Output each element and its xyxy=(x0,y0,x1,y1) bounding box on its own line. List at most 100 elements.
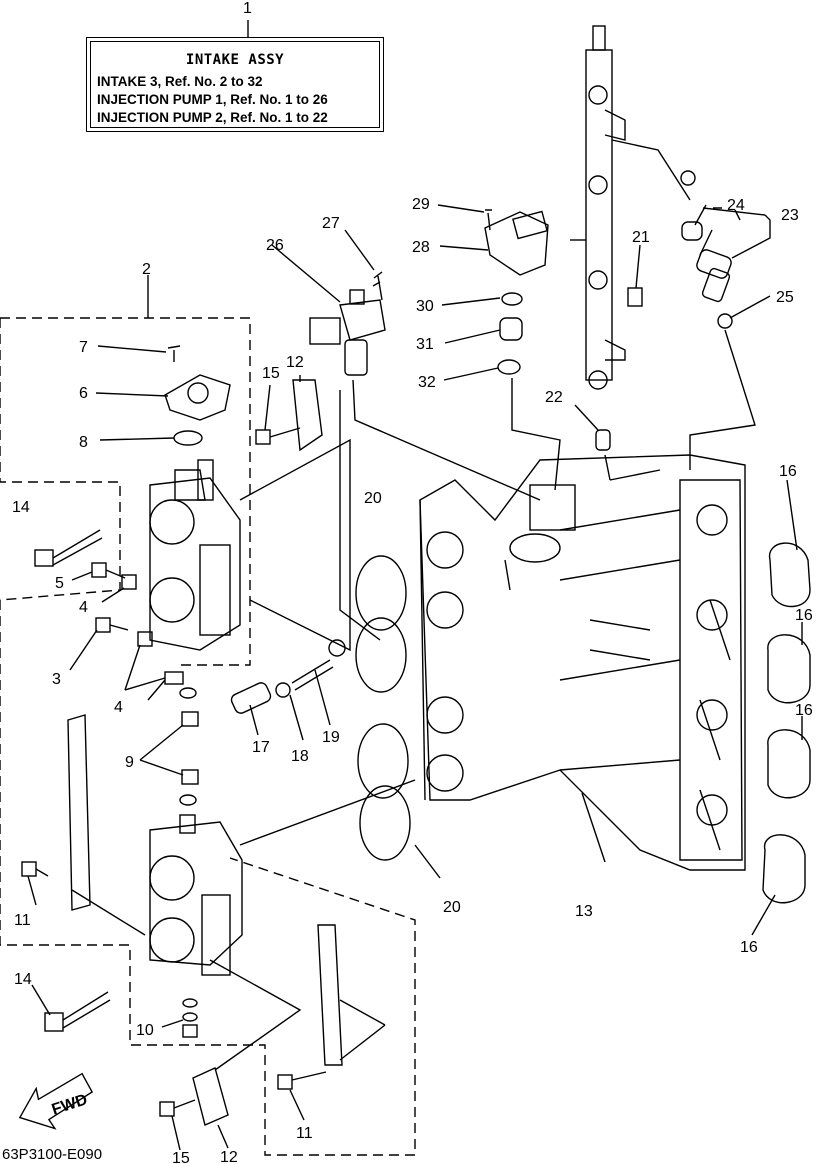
title-line-1: INTAKE 3, Ref. No. 2 to 32 xyxy=(97,74,263,89)
callout-16: 16 xyxy=(795,607,813,624)
washer-10a xyxy=(182,998,198,1008)
pressure-sensor xyxy=(309,289,386,376)
injector xyxy=(696,249,732,303)
washer-10b xyxy=(182,1012,198,1022)
callout-7: 7 xyxy=(79,339,88,356)
callout-11: 11 xyxy=(14,912,31,929)
fuel-rail xyxy=(570,25,626,390)
position-sensor xyxy=(484,210,549,276)
link-17 xyxy=(230,682,272,714)
callout-16: 16 xyxy=(795,702,813,719)
gasket-20b xyxy=(355,617,407,693)
callout-17: 17 xyxy=(252,739,270,756)
callout-14: 14 xyxy=(14,971,32,988)
callout-labels: 2 3 4 4 5 6 7 8 9 10 11 11 12 12 13 14 1… xyxy=(12,196,813,1164)
callout-16: 16 xyxy=(779,463,797,480)
plug-22 xyxy=(595,429,611,451)
callout-20: 20 xyxy=(364,490,382,507)
screw-11b xyxy=(277,1071,327,1090)
throttle-body-upper xyxy=(149,459,241,651)
callout-9: 9 xyxy=(125,754,134,771)
fwd-arrow-icon xyxy=(18,1072,94,1130)
gasket-20c xyxy=(357,723,409,799)
callout-11: 11 xyxy=(296,1125,313,1142)
callout-32: 32 xyxy=(418,374,436,391)
callout-30: 30 xyxy=(416,298,434,315)
callout-4: 4 xyxy=(79,599,88,616)
screw-3 xyxy=(95,617,129,633)
gasket-16b xyxy=(767,634,811,704)
o-ring-32 xyxy=(497,359,521,375)
callout-16: 16 xyxy=(740,939,758,956)
bolt-14-lower xyxy=(44,991,111,1032)
title-heading: INTAKE ASSY xyxy=(185,52,285,68)
callout-12: 12 xyxy=(286,354,304,371)
spring-4b xyxy=(137,631,153,647)
bushing xyxy=(499,317,523,341)
nut-18 xyxy=(275,682,291,698)
callout-15: 15 xyxy=(262,365,280,382)
nut-9b xyxy=(181,769,199,785)
washer-9a xyxy=(179,687,197,699)
rod-19 xyxy=(291,659,334,691)
screw-7 xyxy=(167,345,181,362)
gasket-20a xyxy=(355,555,407,631)
throttle-body-lower xyxy=(149,814,243,976)
callout-4: 4 xyxy=(114,699,123,716)
small-bolt xyxy=(373,271,383,301)
callout-27: 27 xyxy=(322,215,340,232)
gasket-16d xyxy=(762,834,806,904)
o-ring-8 xyxy=(173,430,203,446)
spring-4a xyxy=(121,574,137,590)
screw-15a xyxy=(255,427,301,445)
gasket-16c xyxy=(767,729,811,799)
callout-2: 2 xyxy=(142,261,151,278)
collar xyxy=(501,292,523,306)
callout-13: 13 xyxy=(575,903,593,920)
callout-10: 10 xyxy=(136,1022,154,1039)
title-ref-label: 1 xyxy=(243,0,252,17)
gasket-16a xyxy=(768,542,811,608)
assembly-boundary-lower xyxy=(0,600,416,1156)
callout-20: 20 xyxy=(443,899,461,916)
callout-15: 15 xyxy=(172,1150,190,1164)
callout-28: 28 xyxy=(412,239,430,256)
callout-23: 23 xyxy=(781,207,799,224)
title-line-3: INJECTION PUMP 2, Ref. No. 1 to 22 xyxy=(97,110,328,125)
callout-14: 14 xyxy=(12,499,30,516)
callout-3: 3 xyxy=(52,671,61,688)
callout-24: 24 xyxy=(727,197,745,214)
nut-9a xyxy=(181,711,199,727)
callout-6: 6 xyxy=(79,385,88,402)
callout-26: 26 xyxy=(266,237,284,254)
bracket-12a xyxy=(292,379,323,452)
callout-29: 29 xyxy=(412,196,430,213)
callout-19: 19 xyxy=(322,729,340,746)
drawing-code: 63P3100-E090 xyxy=(2,1146,103,1163)
gasket-20d xyxy=(359,785,411,861)
intake-manifold xyxy=(419,454,746,871)
bolt-21 xyxy=(627,287,643,307)
callout-5: 5 xyxy=(55,575,64,592)
callout-22: 22 xyxy=(545,389,563,406)
bracket-right xyxy=(317,924,343,1066)
screw-11a xyxy=(21,861,49,877)
assembly-boundary-upper xyxy=(0,317,251,666)
callout-8: 8 xyxy=(79,434,88,451)
callout-21: 21 xyxy=(632,229,650,246)
callout-31: 31 xyxy=(416,336,434,353)
screw-15b xyxy=(159,1099,196,1117)
nut-10 xyxy=(182,1024,198,1038)
fwd-label: FWD xyxy=(50,1091,90,1118)
callout-18: 18 xyxy=(291,748,309,765)
washer-9b xyxy=(179,794,197,806)
bracket-left xyxy=(67,714,91,911)
bolt-14-upper xyxy=(34,529,103,567)
bracket-12b xyxy=(192,1067,229,1126)
throttle-sensor-6 xyxy=(164,374,231,421)
title-line-2: INJECTION PUMP 1, Ref. No. 1 to 26 xyxy=(97,92,328,107)
callout-25: 25 xyxy=(776,289,794,306)
washer xyxy=(717,313,733,329)
spring-4c xyxy=(164,671,184,685)
